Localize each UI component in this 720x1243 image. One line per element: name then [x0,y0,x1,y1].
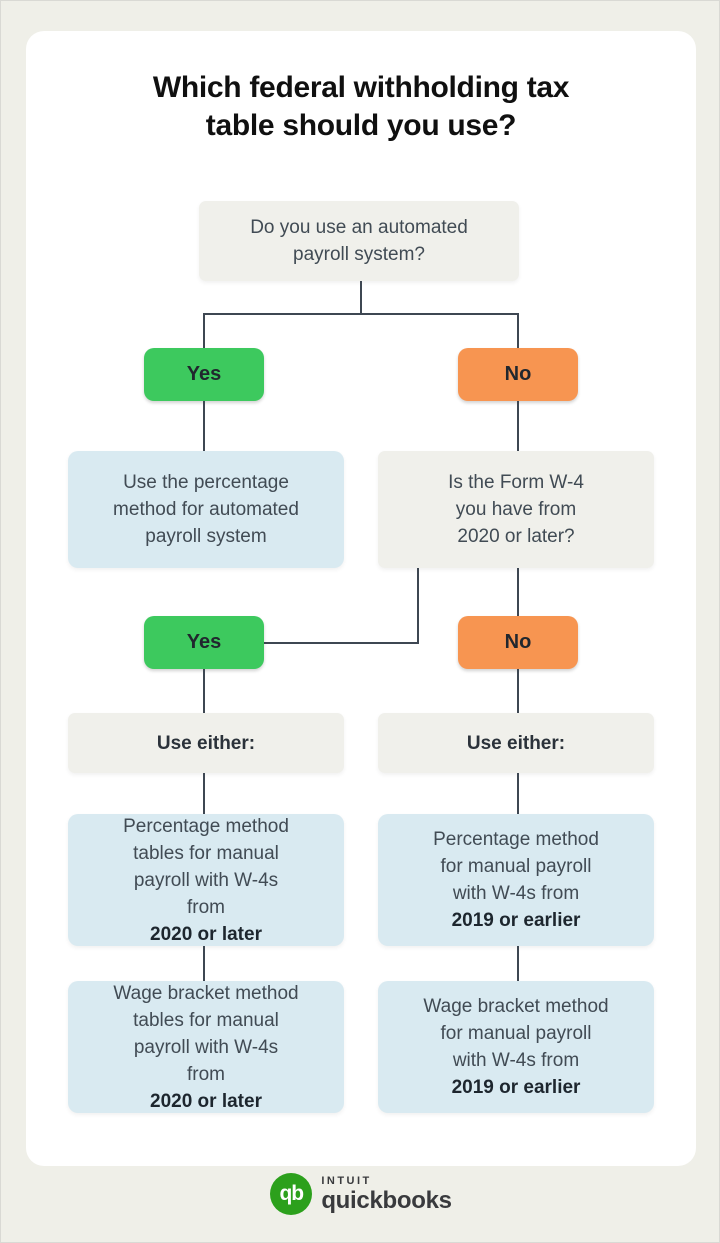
connector-stem-top [360,281,362,315]
connector-result-left-down [203,946,205,981]
result-lp-line2: tables for manual [133,842,279,864]
use-either-right: Use either: [378,713,654,773]
result-automated-line1: Use the percentage [123,472,289,493]
page-title-line1: Which federal withholding tax [152,71,570,104]
result-rp-line4: 2019 or earlier [452,907,581,934]
flowchart-card: Which federal withholding tax table shou… [26,31,696,1166]
brand-wordmark: INTUIT quickbooks [321,1174,452,1214]
quickbooks-wordmark: quickbooks [321,1186,452,1214]
result-lp-line4: from 2020 or later [150,894,262,948]
result-lp-line3: payroll with W-4s [133,869,279,891]
yes-badge-level1: Yes [144,348,264,401]
result-lw-line1: Wage bracket method [113,982,299,1004]
connector-w4-to-no2 [517,568,519,616]
question-w4-year: Is the Form W-4 you have from 2020 or la… [378,451,654,568]
intuit-wordmark: INTUIT [321,1174,372,1187]
result-lp-line4-bold: 2020 or later [150,923,262,945]
result-lw-line4-pre: from [187,1063,225,1085]
connector-to-no1 [517,315,519,348]
question-automated-payroll: Do you use an automated payroll system? [199,201,519,281]
yes-badge-level2: Yes [144,616,264,669]
use-either-left: Use either: [68,713,344,773]
result-lw-line2: tables for manual [133,1009,279,1031]
result-automated-percentage-method: Use the percentage method for automated … [68,451,344,568]
result-rp-line3: with W-4s from [452,883,580,904]
connector-no1-down [517,401,519,451]
result-lp-line4-pre: from [187,896,225,918]
result-rp-line2: for manual payroll [440,856,592,877]
result-rw-line4-bold: 2019 or earlier [451,1077,581,1098]
connector-yes1-down [203,401,205,451]
page-title: Which federal withholding tax table shou… [26,69,696,145]
result-rp-line4-bold: 2019 or earlier [451,910,581,931]
connector-useeither-left-down [203,773,205,814]
result-lw-line3: payroll with W-4s [133,1036,279,1058]
result-lw-line4: from 2020 or later [150,1061,262,1115]
question-automated-line2: payroll system? [293,244,425,265]
no-badge-level1: No [458,348,578,401]
connector-no2-down [517,669,519,713]
result-rp-line1: Percentage method [433,829,599,850]
page-title-line2: table should you use? [205,109,517,142]
result-automated-line2: method for automated [113,499,299,520]
result-automated-line3: payroll system [145,526,267,547]
question-automated-line1: Do you use an automated [250,217,468,238]
result-percentage-manual-2020: Percentage method tables for manual payr… [68,814,344,946]
connector-w4-to-yes2-horizontal [264,642,419,644]
question-w4-line2: you have from [455,499,577,520]
question-w4-line3: 2020 or later? [457,526,575,547]
quickbooks-logo-icon: qb [270,1173,313,1215]
result-rw-line4: 2019 or earlier [452,1074,581,1101]
connector-yes2-down [203,669,205,713]
result-percentage-manual-2019: Percentage method for manual payroll wit… [378,814,654,946]
result-rw-line3: with W-4s from [452,1050,580,1071]
connector-to-yes1 [203,315,205,348]
connector-useeither-right-down [517,773,519,814]
result-wagebracket-manual-2020: Wage bracket method tables for manual pa… [68,981,344,1113]
connector-result-right-down [517,946,519,981]
brand-footer: qb INTUIT quickbooks [1,1173,719,1215]
result-rw-line1: Wage bracket method [423,996,609,1017]
no-badge-level2: No [458,616,578,669]
result-lw-line4-bold: 2020 or later [150,1090,262,1112]
result-lp-line1: Percentage method [123,815,289,837]
connector-branch-horizontal [203,313,519,315]
result-rw-line2: for manual payroll [440,1023,592,1044]
result-wagebracket-manual-2019: Wage bracket method for manual payroll w… [378,981,654,1113]
question-w4-line1: Is the Form W-4 [448,472,584,493]
connector-w4-to-yes2-vertical [417,568,419,644]
